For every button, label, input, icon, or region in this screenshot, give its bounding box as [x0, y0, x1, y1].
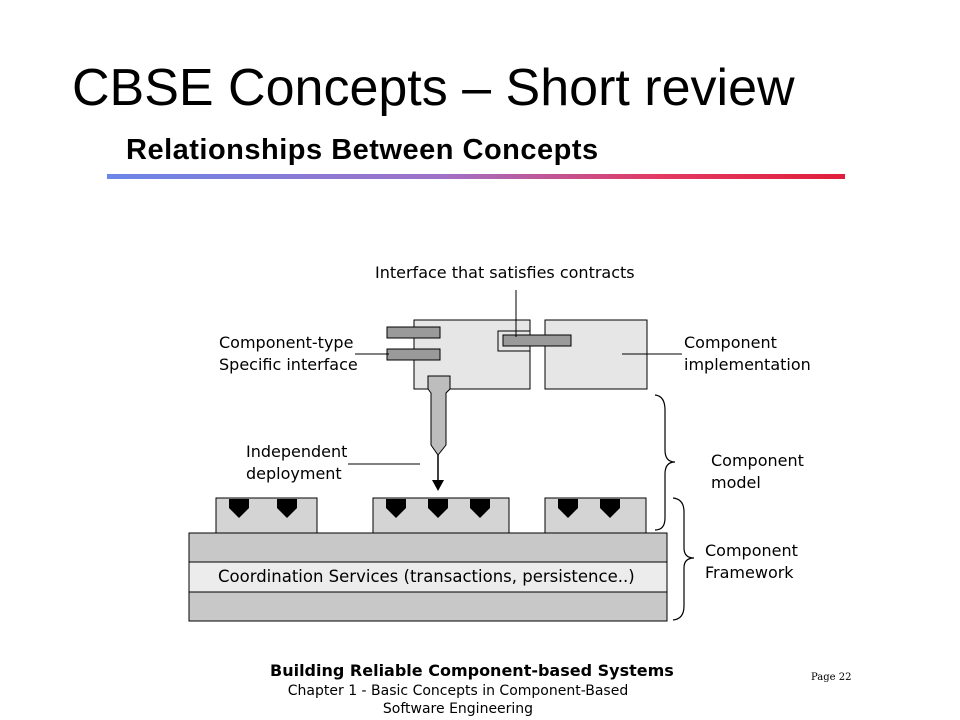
title-underline: [107, 174, 845, 179]
coordination-services-band: [188, 561, 668, 593]
label-interface-contracts: Interface that satisfies contracts: [375, 263, 635, 282]
deployed-component-slot: [215, 497, 318, 534]
page-number: Page 22: [811, 672, 852, 683]
label-component-framework-line1: Component: [705, 541, 798, 560]
component-model-brace: [654, 394, 676, 531]
label-component-framework: Component Framework: [705, 540, 798, 584]
label-component-type: Component-type Specific interface: [219, 332, 358, 376]
label-component-implementation: Component implementation: [684, 332, 811, 376]
framework-top-band: [188, 532, 668, 563]
slide-subtitle: Relationships Between Concepts: [126, 134, 599, 166]
socket-icon: [428, 499, 448, 518]
framework-bottom-band: [188, 591, 668, 622]
footer-book-title: Building Reliable Component-based System…: [270, 661, 674, 680]
slide-title: CBSE Concepts – Short review: [72, 59, 795, 117]
socket-icon: [277, 499, 297, 518]
deployment-plug: [427, 375, 451, 456]
label-component-model-line1: Component: [711, 451, 804, 470]
label-component-implementation-line1: Component: [684, 333, 777, 352]
socket-icon: [386, 499, 406, 518]
socket-icon: [229, 499, 249, 518]
footer-chapter: Chapter 1 - Basic Concepts in Component-…: [287, 683, 629, 717]
label-component-type-line1: Component-type: [219, 333, 354, 352]
specific-interface-bar: [386, 348, 441, 361]
label-component-model: Component model: [711, 450, 804, 494]
label-independent-deployment-line2: deployment: [246, 464, 342, 483]
socket-icon: [558, 499, 578, 518]
label-independent-deployment-line1: Independent: [246, 442, 348, 461]
label-component-implementation-line2: implementation: [684, 355, 811, 374]
component-framework-brace: [672, 497, 695, 621]
contract-interface-bar: [502, 334, 572, 347]
label-component-type-line2: Specific interface: [219, 355, 358, 374]
socket-icon: [600, 499, 620, 518]
label-coordination-services: Coordination Services (transactions, per…: [218, 567, 635, 586]
label-independent-deployment: Independent deployment: [246, 441, 347, 485]
specific-interface-bar: [386, 326, 441, 339]
label-component-framework-line2: Framework: [705, 563, 794, 582]
deployment-arrowhead: [432, 480, 444, 491]
label-component-model-line2: model: [711, 473, 761, 492]
socket-icon: [470, 499, 490, 518]
